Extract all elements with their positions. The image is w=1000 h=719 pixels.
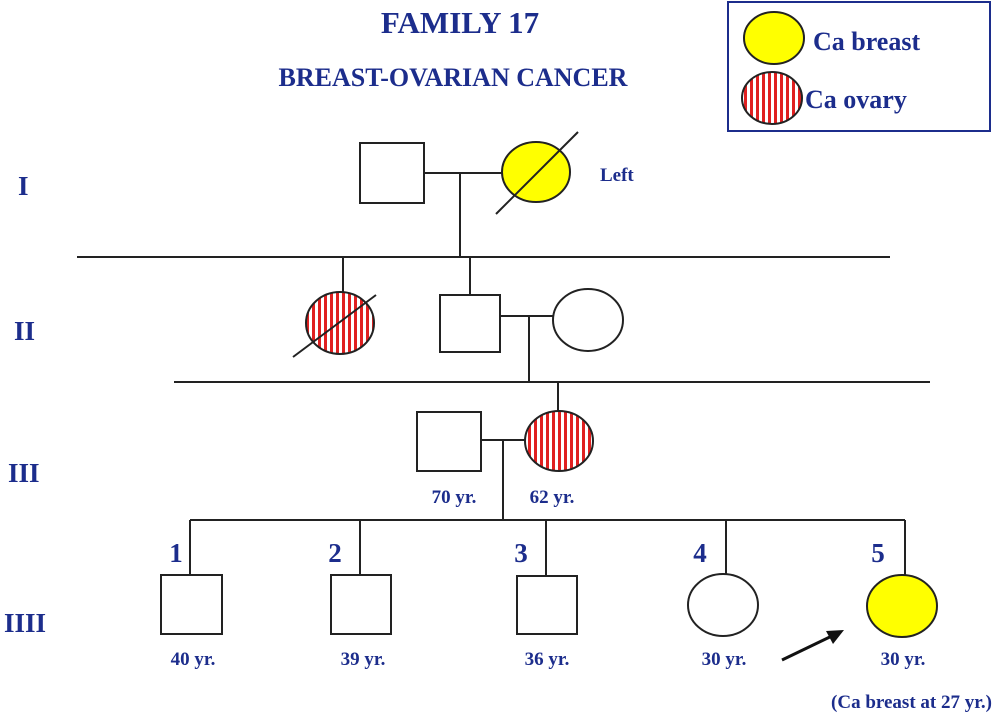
gen3-male-age: 70 yr. bbox=[432, 487, 477, 508]
page-subtitle: BREAST-OVARIAN CANCER bbox=[279, 63, 628, 92]
child-1-male bbox=[160, 574, 223, 635]
child-5-age: 30 yr. bbox=[881, 649, 926, 670]
child-4-female bbox=[687, 573, 759, 637]
gen2-female-spouse bbox=[552, 288, 624, 352]
child-number-3: 3 bbox=[514, 538, 528, 568]
child-number-5: 5 bbox=[871, 538, 885, 568]
child-1-age: 40 yr. bbox=[171, 649, 216, 670]
child-number-2: 2 bbox=[328, 538, 342, 568]
child-number-4: 4 bbox=[693, 538, 707, 568]
child-4-age: 30 yr. bbox=[702, 649, 747, 670]
gen2-male bbox=[439, 294, 501, 353]
child-3-male bbox=[516, 575, 578, 635]
child-number-1: 1 bbox=[169, 538, 183, 568]
proband-note: (Ca breast at 27 yr.) bbox=[831, 692, 992, 713]
legend-ovary-label: Ca ovary bbox=[805, 85, 907, 114]
proband-arrow-icon bbox=[781, 630, 844, 662]
gen3-male bbox=[416, 411, 482, 472]
generation-label-1: I bbox=[18, 171, 29, 201]
gen3-female-affected-ovary bbox=[524, 410, 594, 472]
generation-label-4: IIII bbox=[4, 608, 46, 638]
gen1-deceased-slash bbox=[495, 131, 579, 215]
gen2-deceased-slash bbox=[292, 294, 377, 358]
legend-breast-label: Ca breast bbox=[813, 27, 920, 56]
page-title: FAMILY 17 bbox=[381, 5, 539, 40]
legend-ovary-symbol bbox=[741, 71, 803, 125]
child-5-female-affected-breast bbox=[866, 574, 938, 638]
child-3-age: 36 yr. bbox=[525, 649, 570, 670]
generation-label-2: II bbox=[14, 316, 35, 346]
gen3-female-age: 62 yr. bbox=[530, 487, 575, 508]
child-2-male bbox=[330, 574, 392, 635]
generation-label-3: III bbox=[8, 458, 40, 488]
legend-breast-symbol bbox=[743, 11, 805, 65]
legend: Ca breast Ca ovary bbox=[727, 1, 991, 132]
gen1-male bbox=[359, 142, 425, 204]
gen1-note: Left bbox=[600, 165, 634, 186]
child-2-age: 39 yr. bbox=[341, 649, 386, 670]
